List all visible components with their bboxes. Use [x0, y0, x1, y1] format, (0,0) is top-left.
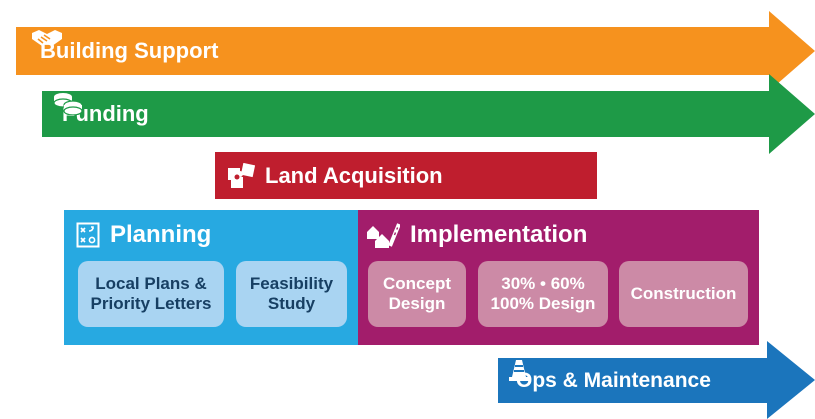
- puzzle-icon: [227, 162, 255, 189]
- local-plans-line1: Local Plans &: [95, 274, 207, 293]
- percent-design-box: 30% • 60% 100% Design: [478, 261, 608, 327]
- feasibility-study-box: Feasibility Study: [236, 261, 347, 327]
- concept-design-box: Concept Design: [368, 261, 466, 327]
- land-acquisition-box: Land Acquisition: [215, 152, 597, 199]
- construction-line1: Construction: [630, 284, 737, 303]
- implementation-text: Implementation: [410, 221, 588, 248]
- concept-line2: Design: [388, 294, 446, 313]
- planning-label-group: Planning: [76, 217, 211, 253]
- concept-line1: Concept: [383, 274, 451, 293]
- percent-line1: 30% • 60%: [501, 274, 585, 293]
- building-support-text: Building Support: [40, 38, 219, 63]
- funding-arrow: Funding: [42, 74, 815, 154]
- construction-box: Construction: [619, 261, 748, 327]
- ops-maintenance-text: Ops & Maintenance: [516, 368, 711, 392]
- percent-line2: 100% Design: [490, 294, 596, 313]
- local-plans-box: Local Plans & Priority Letters: [78, 261, 224, 327]
- building-support-arrow-shape: [16, 11, 815, 91]
- ops-maintenance-label-group: Ops & Maintenance: [508, 358, 711, 403]
- road-houses-icon: [366, 222, 400, 248]
- building-support-label-group: Building Support: [30, 27, 218, 75]
- strategy-board-icon: [76, 222, 100, 248]
- local-plans-line2: Priority Letters: [90, 294, 212, 313]
- planning-box: Planning Local Plans & Priority Letters …: [64, 210, 358, 345]
- land-acquisition-text: Land Acquisition: [265, 162, 443, 188]
- funding-arrow-shape: [42, 74, 815, 154]
- ops-maintenance-arrow-shape: [498, 341, 815, 419]
- ops-maintenance-arrow: Ops & Maintenance: [498, 341, 815, 419]
- land-acquisition-label-group: Land Acquisition: [227, 152, 443, 199]
- implementation-label-group: Implementation: [366, 217, 587, 253]
- feasibility-line2: Study: [267, 294, 316, 313]
- funding-label-group: Funding: [52, 91, 149, 137]
- building-support-arrow: Building Support: [16, 11, 815, 91]
- feasibility-line1: Feasibility: [249, 274, 334, 293]
- implementation-box: Implementation Concept Design 30% • 60% …: [358, 210, 759, 345]
- planning-text: Planning: [110, 221, 212, 248]
